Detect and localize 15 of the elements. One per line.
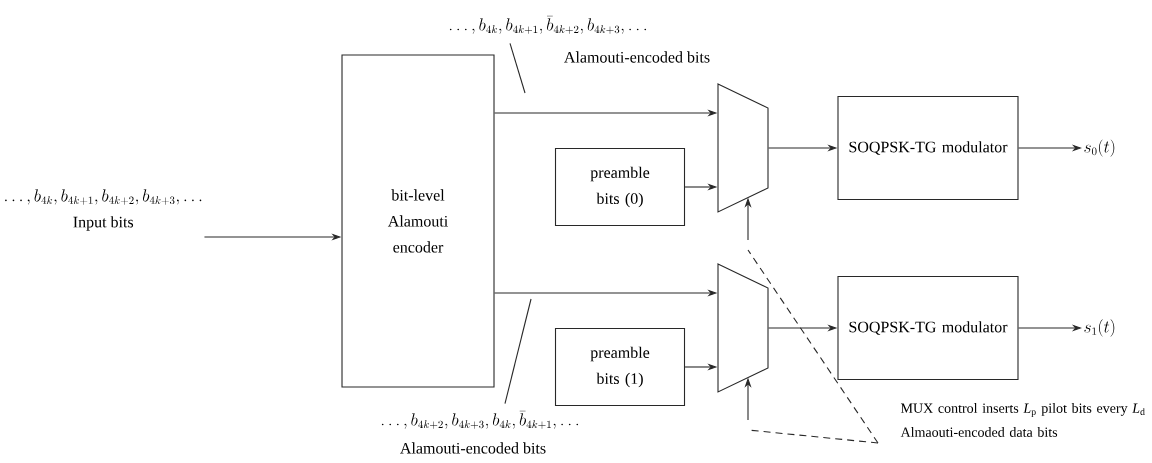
annotation-text: MUX control inserts L$_{p}$ pilot bits every L$_{d}$ Almaouti-encoded data bits [900,403,1145,437]
leader-line [504,298,532,405]
process-box: SOQPSK-TG modulator [837,95,1019,201]
input-label: $\ldots, b_{4k}, b_{4k+1}, b_{4k+2}, b_{4k+3}, \ldots$ Input bits [5,189,202,231]
leader-line [509,42,526,94]
leader-line [747,249,879,444]
process-box: SOQPSK-TG modulator [837,275,1019,381]
multiplexer-symbol [717,83,769,213]
output-label: $s_1(t)$ [1084,319,1115,337]
output-label: $s_0(t)$ [1084,139,1115,157]
sequence-label: $\ldots, b_{4k+2}, b_{4k+3}, b_{4k}, \bar{b}_{4k+1}, \ldots$ Alamouti-encoded bits [381,410,579,454]
process-box: preamble bits (0) [554,147,686,227]
process-box: preamble bits (1) [554,327,686,407]
process-box: bit-level Alamouti encoder [341,54,495,388]
multiplexer-symbol [717,263,769,393]
